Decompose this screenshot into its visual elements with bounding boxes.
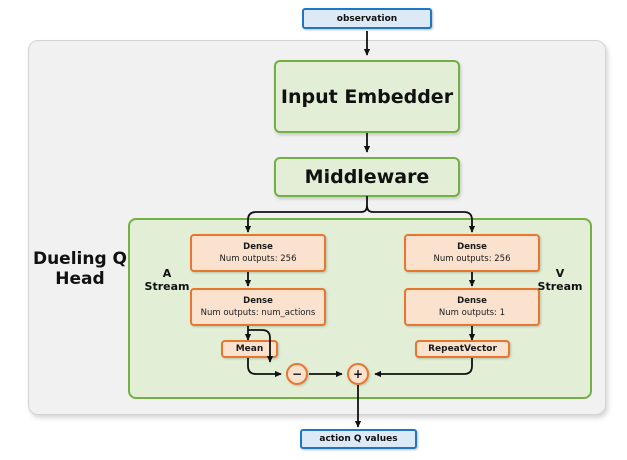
add-symbol: + — [352, 367, 364, 381]
middleware-node[interactable]: Middleware — [274, 157, 460, 197]
v-dense-1-title: Dense — [457, 296, 487, 306]
v-dense-1-node[interactable]: Dense Num outputs: 1 — [404, 288, 540, 326]
action-q-values-node[interactable]: action Q values — [300, 429, 417, 449]
a-stream-label: A Stream — [140, 267, 194, 293]
dueling-q-head-label-line1: Dueling Q — [32, 249, 128, 269]
v-stream-label: V Stream — [533, 267, 587, 293]
middleware-label: Middleware — [304, 166, 430, 188]
a-stream-label-line2: Stream — [144, 279, 190, 293]
a-dense-num-actions-title: Dense — [243, 296, 273, 306]
dueling-q-head-label: Dueling Q Head — [32, 249, 128, 289]
mean-label: Mean — [235, 344, 264, 354]
action-q-values-label: action Q values — [319, 434, 398, 444]
a-dense-num-actions-subtitle: Num outputs: num_actions — [200, 308, 316, 318]
a-dense-256-subtitle: Num outputs: 256 — [219, 254, 297, 264]
input-embedder-node[interactable]: Input Embedder — [274, 60, 460, 133]
observation-label: observation — [336, 13, 398, 24]
dueling-q-head-label-line2: Head — [55, 268, 105, 289]
a-dense-256-title: Dense — [243, 242, 273, 252]
v-dense-256-subtitle: Num outputs: 256 — [433, 254, 511, 264]
a-dense-256-node[interactable]: Dense Num outputs: 256 — [190, 234, 326, 272]
a-dense-num-actions-node[interactable]: Dense Num outputs: num_actions — [190, 288, 326, 326]
repeat-vector-label: RepeatVector — [428, 344, 497, 354]
subtract-symbol: − — [291, 367, 303, 381]
input-embedder-label: Input Embedder — [280, 85, 454, 108]
v-dense-1-subtitle: Num outputs: 1 — [438, 308, 506, 318]
v-dense-256-node[interactable]: Dense Num outputs: 256 — [404, 234, 540, 272]
v-stream-label-line2: Stream — [537, 279, 583, 293]
mean-node[interactable]: Mean — [221, 340, 278, 358]
v-dense-256-title: Dense — [457, 242, 487, 252]
v-stream-label-line1: V — [555, 267, 565, 280]
a-stream-label-line1: A — [162, 267, 172, 280]
repeat-vector-node[interactable]: RepeatVector — [415, 340, 510, 358]
add-operator-node[interactable]: + — [347, 363, 369, 385]
observation-node[interactable]: observation — [302, 8, 432, 29]
subtract-operator-node[interactable]: − — [286, 363, 308, 385]
